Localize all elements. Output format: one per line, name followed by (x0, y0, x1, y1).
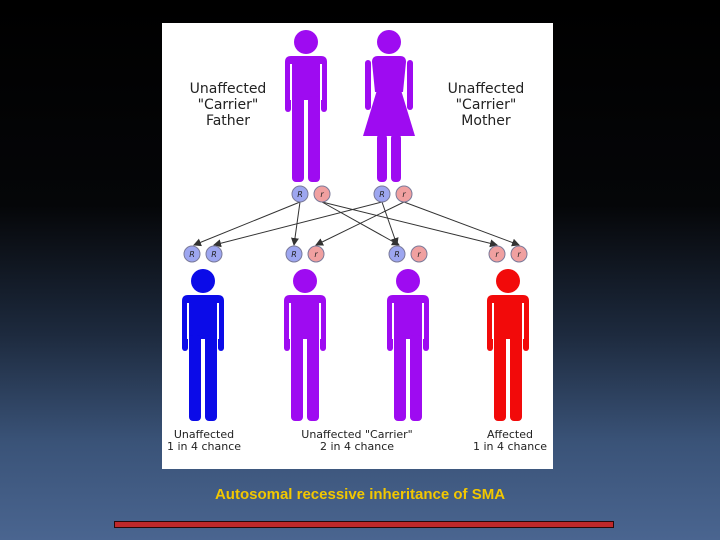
arrow-father-R-to-child-1 (193, 201, 301, 247)
child-1-allele-2-text: R (211, 250, 217, 259)
arrow-father-r-to-child-4 (321, 201, 498, 248)
carrier-children-label-line-1: Unaffected "Carrier" (301, 428, 412, 441)
child-3-allele-1 (388, 245, 406, 263)
child-4-label-line-1: Affected (487, 428, 533, 441)
mother-allele-2-text: r (402, 190, 406, 199)
father-silhouette (285, 30, 327, 182)
father-allele-2 (313, 185, 331, 203)
child-1-allele-1-text: R (189, 250, 195, 259)
father-alleles: R r (291, 185, 331, 203)
inheritance-arrows (193, 201, 520, 248)
mother-allele-1-text: R (379, 190, 385, 199)
mother-label-line-2: "Carrier" (456, 97, 517, 113)
caption-underline-bar (114, 521, 614, 528)
child-3-alleles: R r (388, 245, 428, 263)
child-2-allele-1-text: R (291, 250, 297, 259)
child-3-allele-1-text: R (394, 250, 400, 259)
father-allele-1 (291, 185, 309, 203)
child-3-allele-2 (410, 245, 428, 263)
child-4-allele-1 (488, 245, 506, 263)
child-4-label-line-2: 1 in 4 chance (473, 440, 547, 453)
child-2-allele-2-text: r (314, 250, 318, 259)
child-4-alleles: r r (488, 245, 528, 263)
carrier-children-label-line-2: 2 in 4 chance (320, 440, 394, 453)
child-1-label-line-1: Unaffected (174, 428, 234, 441)
father-label-line-2: "Carrier" (198, 97, 259, 113)
arrow-mother-r-to-child-2 (315, 201, 405, 246)
child-1-allele-2 (205, 245, 223, 263)
mother-alleles: R r (373, 185, 413, 203)
child-1-figure (182, 269, 224, 421)
arrow-mother-r-to-child-4 (403, 201, 520, 247)
father-body (285, 30, 327, 182)
child-4-allele-1-text: r (495, 250, 499, 259)
mother-body (363, 30, 415, 182)
child-2-alleles: R r (285, 245, 325, 263)
child-3-allele-2-text: r (417, 250, 421, 259)
child-1-label-line-2: 1 in 4 chance (167, 440, 241, 453)
father-allele-2-text: r (320, 190, 324, 199)
mother-allele-1 (373, 185, 391, 203)
mother-allele-2 (395, 185, 413, 203)
inheritance-diagram: Unaffected "Carrier" Father Unaffected "… (162, 23, 553, 469)
child-4-allele-2-text: r (517, 250, 521, 259)
children-figures (182, 269, 529, 421)
mother-label-line-1: Unaffected (448, 81, 525, 97)
arrow-mother-R-to-child-3 (381, 201, 399, 246)
mother-label-line-3: Mother (461, 113, 511, 129)
arrow-mother-R-to-child-1 (213, 201, 383, 248)
mother-silhouette (363, 30, 415, 182)
child-3-figure (387, 269, 429, 421)
child-4-allele-2 (510, 245, 528, 263)
father-label-line-1: Unaffected (190, 81, 267, 97)
child-4-figure (487, 269, 529, 421)
child-1-allele-1 (183, 245, 201, 263)
child-2-allele-1 (285, 245, 303, 263)
child-2-allele-2 (307, 245, 325, 263)
slide-caption: Autosomal recessive inheritance of SMA (214, 486, 506, 503)
child-2-figure (284, 269, 326, 421)
father-allele-1-text: R (297, 190, 303, 199)
father-label-line-3: Father (206, 113, 250, 129)
child-1-alleles: R R (183, 245, 223, 263)
